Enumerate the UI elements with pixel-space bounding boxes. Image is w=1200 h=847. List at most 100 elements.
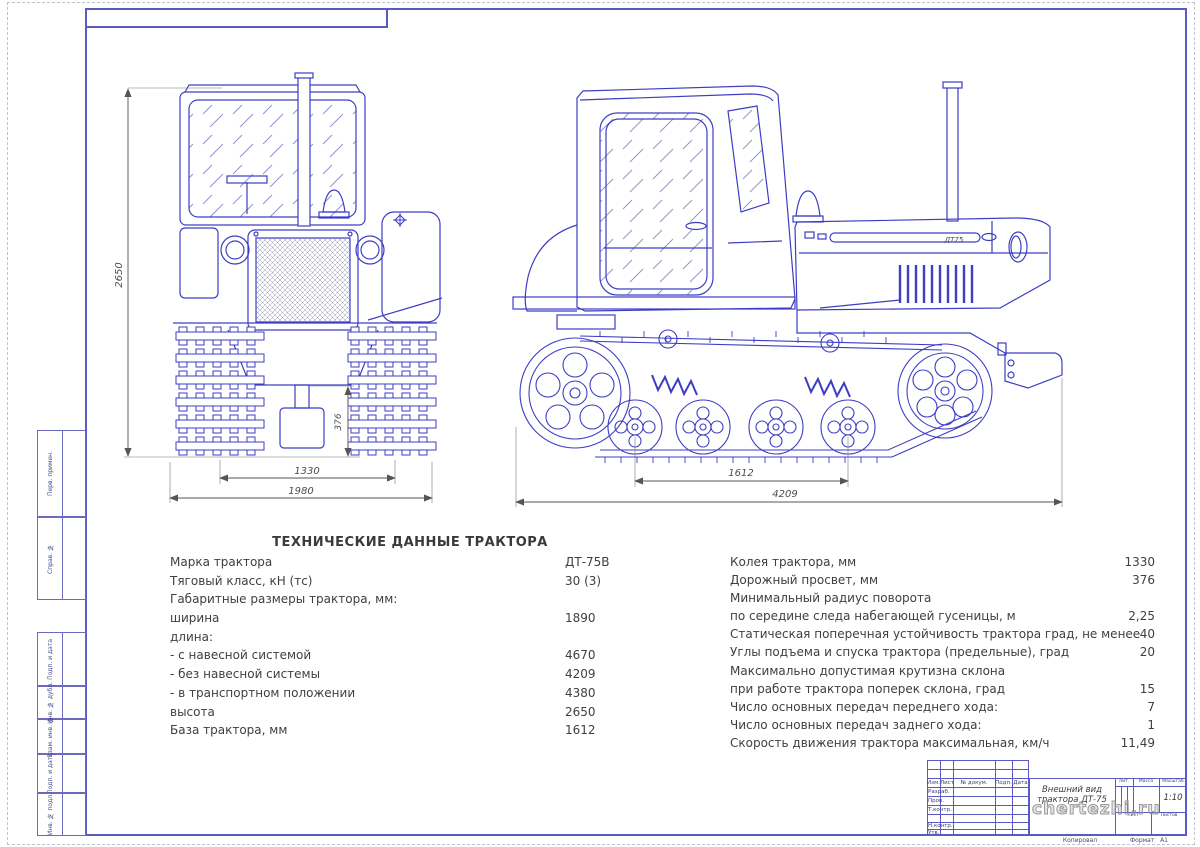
margin-box-label: Взам. инв. № [38,716,63,757]
margin-box: Справ. № [37,517,86,600]
front-beacon [318,189,350,219]
tb-row-utv: Утв. [928,830,940,836]
side-view-drawing: ДТ75 [512,81,1063,507]
hood-badge-label: ДТ75 [944,236,964,244]
margin-box-label: Перв. примен. [38,431,63,516]
track-cleats [599,331,887,463]
row-value: 11,49 [1120,735,1155,750]
row-value: 1612 [565,723,596,738]
margin-box: Взам. инв. № [37,716,86,757]
document-title: Внешний вид трактора ДТ-75 [1029,778,1115,836]
title-block-main [1029,778,1187,836]
tb-row-nkontr: Н.контр. [928,823,953,829]
tb-header-data: Дата [1013,780,1028,786]
row-value: 1330 [1124,555,1155,569]
table-row: Число основных передач переднего хода: 7 [730,698,1155,716]
tech-table-title: ТЕХНИЧЕСКИЕ ДАННЫЕ ТРАКТОРА [272,535,548,550]
margin-box-label: Инв. № подл. [38,793,63,836]
road-wheels [607,399,876,455]
front-view-drawing: 2650 376 1330 1980 [114,72,443,503]
top-left-stamp-box [85,8,388,28]
margin-box: Перв. примен. [37,430,86,517]
table-row: Число основных передач заднего хода: 1 [730,716,1155,734]
row-label: Скорость движения трактора максимальная,… [730,735,1050,750]
table-row: по середине следа набегающей гусеницы, м… [730,607,1155,625]
row-value: 2650 [565,704,596,719]
margin-box: Инв. № дубл. [37,682,86,723]
footer-format: Формат А1 [1130,837,1168,844]
margin-box-label: Справ. № [38,518,63,599]
row-value: 7 [1147,699,1155,714]
suspension-springs [651,374,851,399]
tech-table-right: Колея трактора, мм 1330 Дорожный просвет,… [730,553,1155,752]
margin-box: Подп. и дата [37,632,86,686]
side-fender-platform [512,224,796,330]
row-label: Марка трактора [170,555,273,569]
row-label: при работе трактора поперек склона, град [730,681,1006,696]
row-label: База трактора, мм [170,723,288,738]
document-title-line1: Внешний вид [1041,785,1103,795]
footer-format-value: А1 [1160,837,1168,844]
row-label: ширина [170,611,220,626]
table-row: высота 2650 [170,703,660,722]
front-left-track [175,326,265,456]
tb-header-list: Лист [940,780,953,786]
row-value: 1 [1147,717,1155,732]
document-title-line2: трактора ДТ-75 [1037,795,1107,805]
row-value: 40 [1139,627,1155,642]
footer-copied: Копировал [1062,837,1098,844]
row-label: длина: [170,629,214,644]
row-value: 15 [1139,681,1155,696]
row-label: по середине следа набегающей гусеницы, м [730,609,1016,624]
table-row: Габаритные размеры трактора, мм: [170,590,660,609]
row-label: Число основных передач заднего хода: [730,717,982,732]
row-value: 2,25 [1128,609,1155,624]
tb-row-prov: Пров. [928,798,944,804]
row-value: 30 (3) [565,573,602,588]
tb-header-massa: Масса [1138,779,1154,784]
front-right-track [347,326,437,456]
row-label: Габаритные размеры трактора, мм: [170,592,398,607]
side-track-assembly [519,329,993,463]
row-label: высота [170,704,215,719]
table-row: Колея трактора, мм 1330 [730,553,1155,571]
side-front-frame [997,342,1063,389]
dim-gauge-label: 1330 [294,466,319,477]
dim-length-label: 4209 [772,489,797,500]
margin-box-label: Инв. № дубл. [38,682,63,723]
front-exhaust-pipe [294,72,314,227]
margin-box-label: Подп. и дата [38,753,63,794]
table-row: - с навесной системой 4670 [170,646,660,665]
tb-header-izm: Изм. [927,780,940,786]
drawing-frame [85,8,1187,836]
row-value: 4380 [565,685,596,700]
row-label: Число основных передач переднего хода: [730,699,999,714]
dim-clearance-label: 376 [334,413,344,430]
row-value: 4670 [565,648,596,663]
row-label: Тяговый класс, кН (тс) [170,573,313,588]
table-row: База трактора, мм 1612 [170,721,660,740]
side-hood [792,190,1051,354]
row-label: Колея трактора, мм [730,555,857,569]
row-label: - в транспортном положении [170,685,356,700]
footer-format-label: Формат [1130,837,1155,844]
tb-row-razrab: Разраб. [928,789,950,795]
side-extension-lines [515,378,1063,507]
row-value: 4209 [565,667,596,682]
table-row: Скорость движения трактора максимальная,… [730,734,1155,752]
dim-width-label: 1980 [288,486,313,497]
tb-header-podp: Подп. [995,780,1012,786]
table-row: Статическая поперечная устойчивость трак… [730,625,1155,643]
dim-base-label: 1612 [728,468,753,479]
row-value: 376 [1132,573,1155,588]
front-cab [179,84,366,226]
row-label: - с навесной системой [170,648,312,663]
sheet-outer-border [7,2,1195,845]
row-label: Минимальный радиус поворота [730,591,932,606]
table-row: - в транспортном положении 4380 [170,684,660,703]
